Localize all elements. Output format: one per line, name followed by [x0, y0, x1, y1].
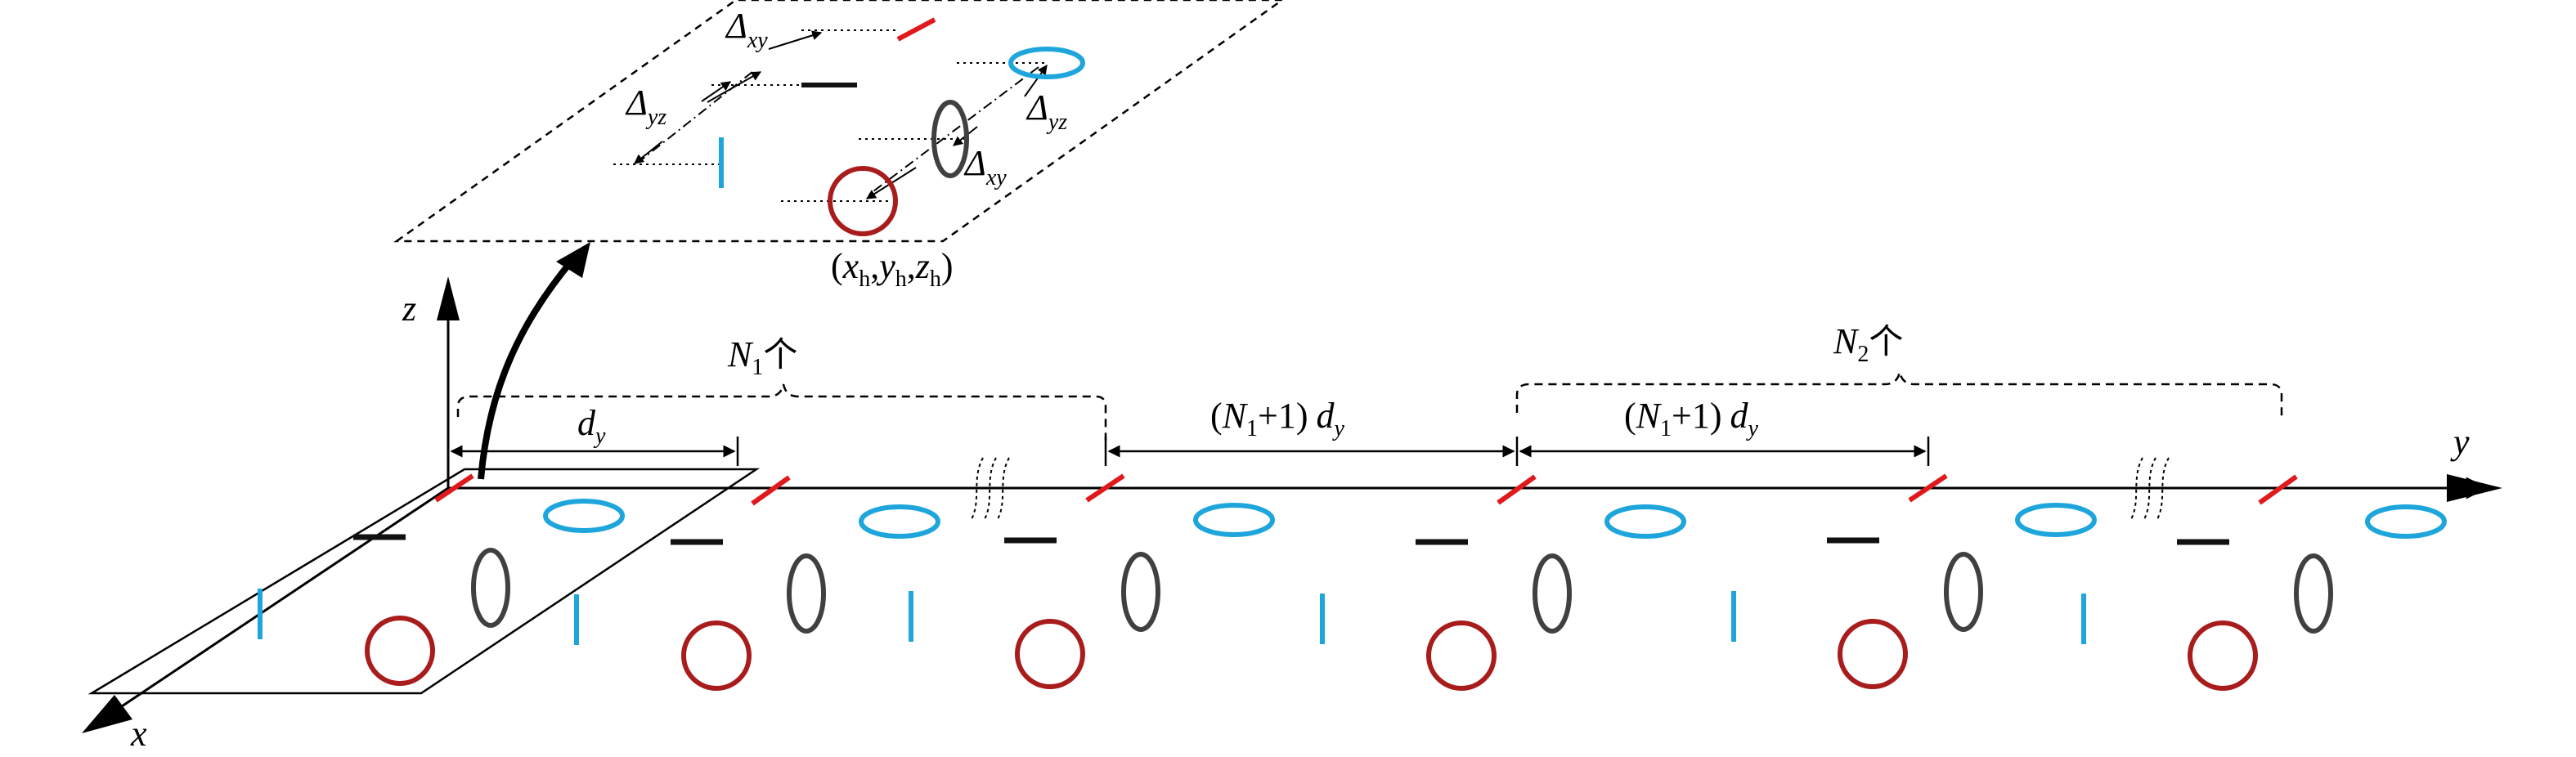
- cyan-loops: [543, 499, 2447, 539]
- red-loops: [365, 616, 2258, 691]
- x-axis: [104, 486, 449, 719]
- zoom-pointer-arrowhead: [556, 242, 590, 278]
- cyan-dipoles: [258, 589, 2086, 645]
- inset-red-loop: [828, 166, 898, 236]
- delta-xy-label-right: Δxy: [963, 143, 1007, 190]
- red-dipoles: [434, 473, 2298, 506]
- delta-yz-label-right: Δyz: [1025, 87, 1067, 135]
- inset-red-dipole: [896, 17, 936, 42]
- axes: z y x: [82, 276, 2502, 754]
- n2-label: N2个: [1833, 321, 1903, 367]
- gap-label-1: (N1+1)dy: [1210, 396, 1344, 441]
- delta-xy-label-top: Δxy: [725, 6, 768, 53]
- dy-label: dy: [577, 403, 606, 449]
- inset-cyan-loop: [1008, 47, 1085, 79]
- dimension-lines: [447, 437, 1930, 466]
- gap-label-2: (N1+1)dy: [1624, 396, 1758, 441]
- unit-cell-plane: [88, 468, 761, 695]
- n1-label: N1个: [727, 334, 797, 380]
- black-dipoles: [353, 534, 2229, 545]
- x-axis-label: x: [130, 714, 147, 754]
- break-marks: [971, 457, 2170, 520]
- zoom-pointer-arrow: [478, 258, 576, 480]
- inset-guides: [613, 29, 1047, 202]
- n1-brace: [456, 383, 1107, 446]
- inset-gray-loop: [931, 100, 969, 178]
- inset-panel: Δxy Δyz Δyz Δxy (xh,yh,zh): [393, 0, 1285, 292]
- n2-brace: [1515, 371, 2283, 417]
- gray-loops: [471, 548, 2333, 634]
- z-axis-label: z: [402, 289, 416, 329]
- inset-coordinate-label: (xh,yh,zh): [831, 246, 954, 292]
- y-axis-label: y: [2450, 422, 2470, 462]
- delta-yz-label-left: Δyz: [625, 83, 666, 130]
- inset-plane: [393, 0, 1285, 243]
- array-elements: [258, 473, 2447, 691]
